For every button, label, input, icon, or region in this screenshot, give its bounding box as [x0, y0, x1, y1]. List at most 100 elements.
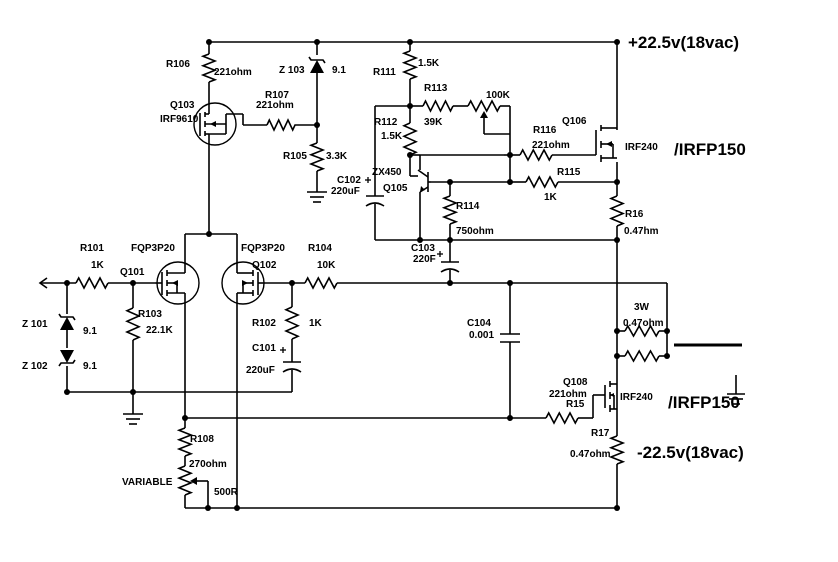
- c101-name: C101: [252, 343, 276, 354]
- capacitors: [280, 177, 520, 373]
- r105-name: R105: [283, 151, 307, 162]
- r103-value: 22.1K: [146, 325, 173, 336]
- q102-part: FQP3P20: [241, 243, 285, 254]
- r116-value: 221ohm: [532, 140, 570, 151]
- r102-resistor: [284, 306, 300, 340]
- r104-name: R104: [308, 243, 332, 254]
- q106-name: Q106: [562, 116, 587, 127]
- z102-name: Z 102: [22, 361, 48, 372]
- q103-name: Q103: [170, 100, 195, 111]
- q105-part: ZX450: [372, 167, 402, 178]
- wires: [40, 41, 668, 509]
- alt-part-lower: /IRFP150: [668, 393, 740, 412]
- q108-part: IRF240: [620, 392, 653, 403]
- resistors: [75, 50, 660, 496]
- r115-resistor: [525, 175, 559, 189]
- r106-value: 221ohm: [214, 67, 252, 78]
- r3w-value: 0.47ohm: [623, 318, 664, 329]
- c101-value: 220uF: [246, 365, 275, 376]
- z103-value: 9.1: [332, 65, 346, 76]
- r105-value: 3.3K: [326, 151, 348, 162]
- q101-mosfet: [155, 261, 200, 305]
- positive-supply-label: +22.5v(18vac): [628, 33, 739, 52]
- variable-label: VARIABLE: [122, 477, 173, 488]
- pot-100k: [467, 99, 501, 113]
- junctions: [64, 39, 670, 511]
- zeners: [58, 56, 326, 367]
- r3w-resistor-b: [624, 349, 660, 363]
- r116-resistor: [519, 148, 553, 162]
- r114-resistor: [441, 195, 459, 225]
- r107-name: R107: [265, 90, 289, 101]
- c102-capacitor: [365, 177, 385, 207]
- z103-name: Z 103: [279, 65, 305, 76]
- q103-mosfet: [193, 102, 244, 146]
- r102-name: R102: [252, 318, 276, 329]
- r17-resistor: [608, 435, 626, 465]
- r107-resistor: [266, 118, 299, 132]
- r101-resistor: [75, 276, 109, 290]
- r15-resistor: [545, 411, 579, 425]
- r103-name: R103: [138, 309, 162, 320]
- ground-input: [123, 413, 143, 425]
- r115-name: R115: [557, 167, 581, 178]
- r108-value: 270ohm: [189, 459, 227, 470]
- r3w-resistor-a: [624, 324, 660, 338]
- r112-name: R112: [374, 117, 398, 128]
- r101-value: 1K: [91, 260, 105, 271]
- z102-zener: [58, 350, 76, 367]
- q106-mosfet: [595, 125, 618, 162]
- r111-resistor: [401, 50, 419, 80]
- r16-resistor: [608, 195, 626, 227]
- r17-name: R17: [591, 428, 610, 439]
- c104-name: C104: [467, 318, 491, 329]
- q102-mosfet: [221, 261, 265, 305]
- z101-name: Z 101: [22, 319, 48, 330]
- r107-value: 221ohm: [256, 100, 294, 111]
- q106-part: IRF240: [625, 142, 658, 153]
- r16-name: R16: [625, 209, 644, 220]
- r104-value: 10K: [317, 260, 336, 271]
- input-arrow-icon: [38, 277, 48, 289]
- c102-name: C102: [337, 175, 361, 186]
- c101-capacitor: [280, 347, 302, 373]
- r15-name: R15: [566, 399, 585, 410]
- r105-resistor: [308, 142, 326, 172]
- c102-value: 220uF: [331, 186, 360, 197]
- q103-part: IRF9610: [160, 114, 199, 125]
- pot-500r-value: 500R: [214, 487, 239, 498]
- z101-zener: [58, 313, 76, 330]
- r113-resistor: [422, 99, 454, 113]
- r115-value: 1K: [544, 192, 558, 203]
- r106-name: R106: [166, 59, 190, 70]
- c104-capacitor: [500, 333, 520, 343]
- c103-value: 220F: [413, 254, 436, 265]
- r16-value: 0.47hm: [624, 226, 659, 237]
- ground-output: [727, 375, 745, 405]
- r108-resistor: [176, 427, 194, 457]
- q108-name: Q108: [563, 377, 588, 388]
- r112-resistor: [402, 122, 418, 156]
- r103-resistor: [125, 307, 141, 341]
- q101-part: FQP3P20: [131, 243, 175, 254]
- component-labels: +22.5v(18vac) /IRFP150 /IRFP150 -22.5v(1…: [22, 33, 746, 498]
- r113-value: 39K: [424, 117, 443, 128]
- c103-capacitor: [437, 251, 460, 273]
- q102-name: Q102: [252, 260, 277, 271]
- r113-name: R113: [424, 83, 448, 94]
- pot-500r: [176, 465, 194, 496]
- q105-bjt: [417, 169, 431, 193]
- ground-r105: [307, 191, 327, 203]
- negative-supply-label: -22.5v(18vac): [637, 443, 744, 462]
- r17-value: 0.47ohm: [570, 449, 611, 460]
- r106-resistor: [200, 53, 218, 83]
- z101-value: 9.1: [83, 326, 97, 337]
- q105-name: Q105: [383, 183, 408, 194]
- z102-value: 9.1: [83, 361, 97, 372]
- r114-value: 750ohm: [456, 226, 494, 237]
- r102-value: 1K: [309, 318, 323, 329]
- pot-wipers: [190, 111, 488, 485]
- alt-part-upper: /IRFP150: [674, 140, 746, 159]
- r108-name: R108: [190, 434, 214, 445]
